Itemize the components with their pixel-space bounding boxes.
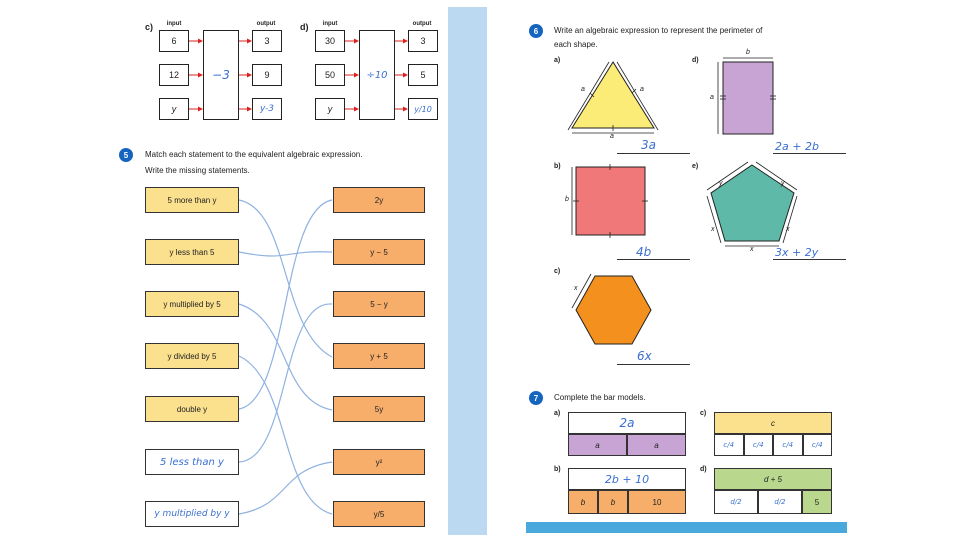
statement-card-written[interactable]: 5 less than y [145,449,239,475]
bar-a-label: a) [554,410,561,417]
bar-part-answer[interactable]: d/2 [714,490,758,514]
question-6-subtext: each shape. [554,40,598,49]
label-d: d) [300,22,309,32]
statement-card[interactable]: y less than 5 [145,239,239,265]
answer-b[interactable]: 4b [636,245,652,259]
input-box: 6 [159,30,189,52]
statement-card-written[interactable]: y multiplied by y [145,501,239,527]
output-box: 5 [408,64,438,86]
side-label: a [581,86,585,93]
bar-part-answer[interactable]: c/4 [743,434,773,456]
answer-line [617,153,690,154]
side-label: y [719,180,723,187]
side-label: x [750,246,754,253]
side-label: b [565,196,569,203]
question-5-number: 5 [119,148,133,162]
triangle-shape [571,61,655,129]
bar-b-label: b) [554,466,561,473]
input-header: input [322,21,338,27]
square-shape [575,166,646,236]
bar-part-answer[interactable]: c/4 [714,434,744,456]
bar-total-answer[interactable]: 2a [568,412,686,434]
input-box: 30 [315,30,345,52]
bar-part: b [598,490,628,514]
answer-line [773,153,846,154]
input-header: input [166,21,182,27]
answer-c[interactable]: 6x [637,349,652,363]
shape-e-label: e) [692,163,699,170]
answer-line [773,259,846,260]
output-box: 9 [252,64,282,86]
output-box-answer: y/10 [408,98,438,120]
output-box: 3 [408,30,438,52]
bar-part: 5 [802,490,832,514]
bar-part-answer[interactable]: d/2 [758,490,802,514]
answer-e[interactable]: 3x + 2y [775,246,819,259]
statement-card[interactable]: y multiplied by 5 [145,291,239,317]
question-7-number: 7 [529,391,543,405]
input-box: 50 [315,64,345,86]
side-label: y [781,180,785,187]
label-c: c) [145,22,154,32]
expression-card[interactable]: y + 5 [333,343,425,369]
statement-card[interactable]: double y [145,396,239,422]
shape-d-label: d) [692,57,699,64]
question-5-text: Match each statement to the equivalent a… [145,150,363,159]
output-header: output [256,21,276,27]
output-box-answer: y-3 [252,98,282,120]
input-box: y [315,98,345,120]
expression-card[interactable]: 2y [333,187,425,213]
side-label: x [711,226,715,233]
side-label: b [746,49,750,56]
shape-a-label: a) [554,57,561,64]
expression-card[interactable]: 5 − y [333,291,425,317]
page-divider [448,7,487,535]
statement-card[interactable]: 5 more than y [145,187,239,213]
question-7-text: Complete the bar models. [554,393,646,402]
bar-total: c [714,412,832,434]
rectangle-shape [722,61,774,135]
question-5-subtext: Write the missing statements. [145,166,250,175]
bar-total: d + 5 [714,468,832,490]
expression-card[interactable]: 5y [333,396,425,422]
bar-c-label: c) [700,410,707,417]
bar-part: a [627,434,686,456]
pentagon-shape [710,164,795,242]
answer-line [617,364,690,365]
side-label: a [640,86,644,93]
operation-box: −3 [203,30,239,120]
output-box: 3 [252,30,282,52]
answer-line [617,259,690,260]
input-box: 12 [159,64,189,86]
side-label: a [610,133,614,140]
answer-d[interactable]: 2a + 2b [775,140,819,153]
bar-part: a [568,434,627,456]
side-label: x [786,226,790,233]
footer-bar [526,522,847,533]
side-label: a [710,94,714,101]
side-label: x [574,285,578,292]
bar-part: 10 [628,490,686,514]
output-header: output [412,21,432,27]
answer-a[interactable]: 3a [641,138,656,152]
bar-part-answer[interactable]: c/4 [773,434,803,456]
shape-b-label: b) [554,163,561,170]
bar-part: b [568,490,598,514]
input-box: y [159,98,189,120]
expression-card[interactable]: y − 5 [333,239,425,265]
bar-part-answer[interactable]: c/4 [802,434,832,456]
expression-card[interactable]: y/5 [333,501,425,527]
question-6-number: 6 [529,24,543,38]
bar-total-answer[interactable]: 2b + 10 [568,468,686,490]
shape-c-label: c) [554,268,561,275]
statement-card[interactable]: y divided by 5 [145,343,239,369]
operation-box: ÷10 [359,30,395,120]
expression-card[interactable]: y² [333,449,425,475]
bar-d-label: d) [700,466,707,473]
hexagon-shape [575,275,652,345]
question-6-text: Write an algebraic expression to represe… [554,26,763,35]
